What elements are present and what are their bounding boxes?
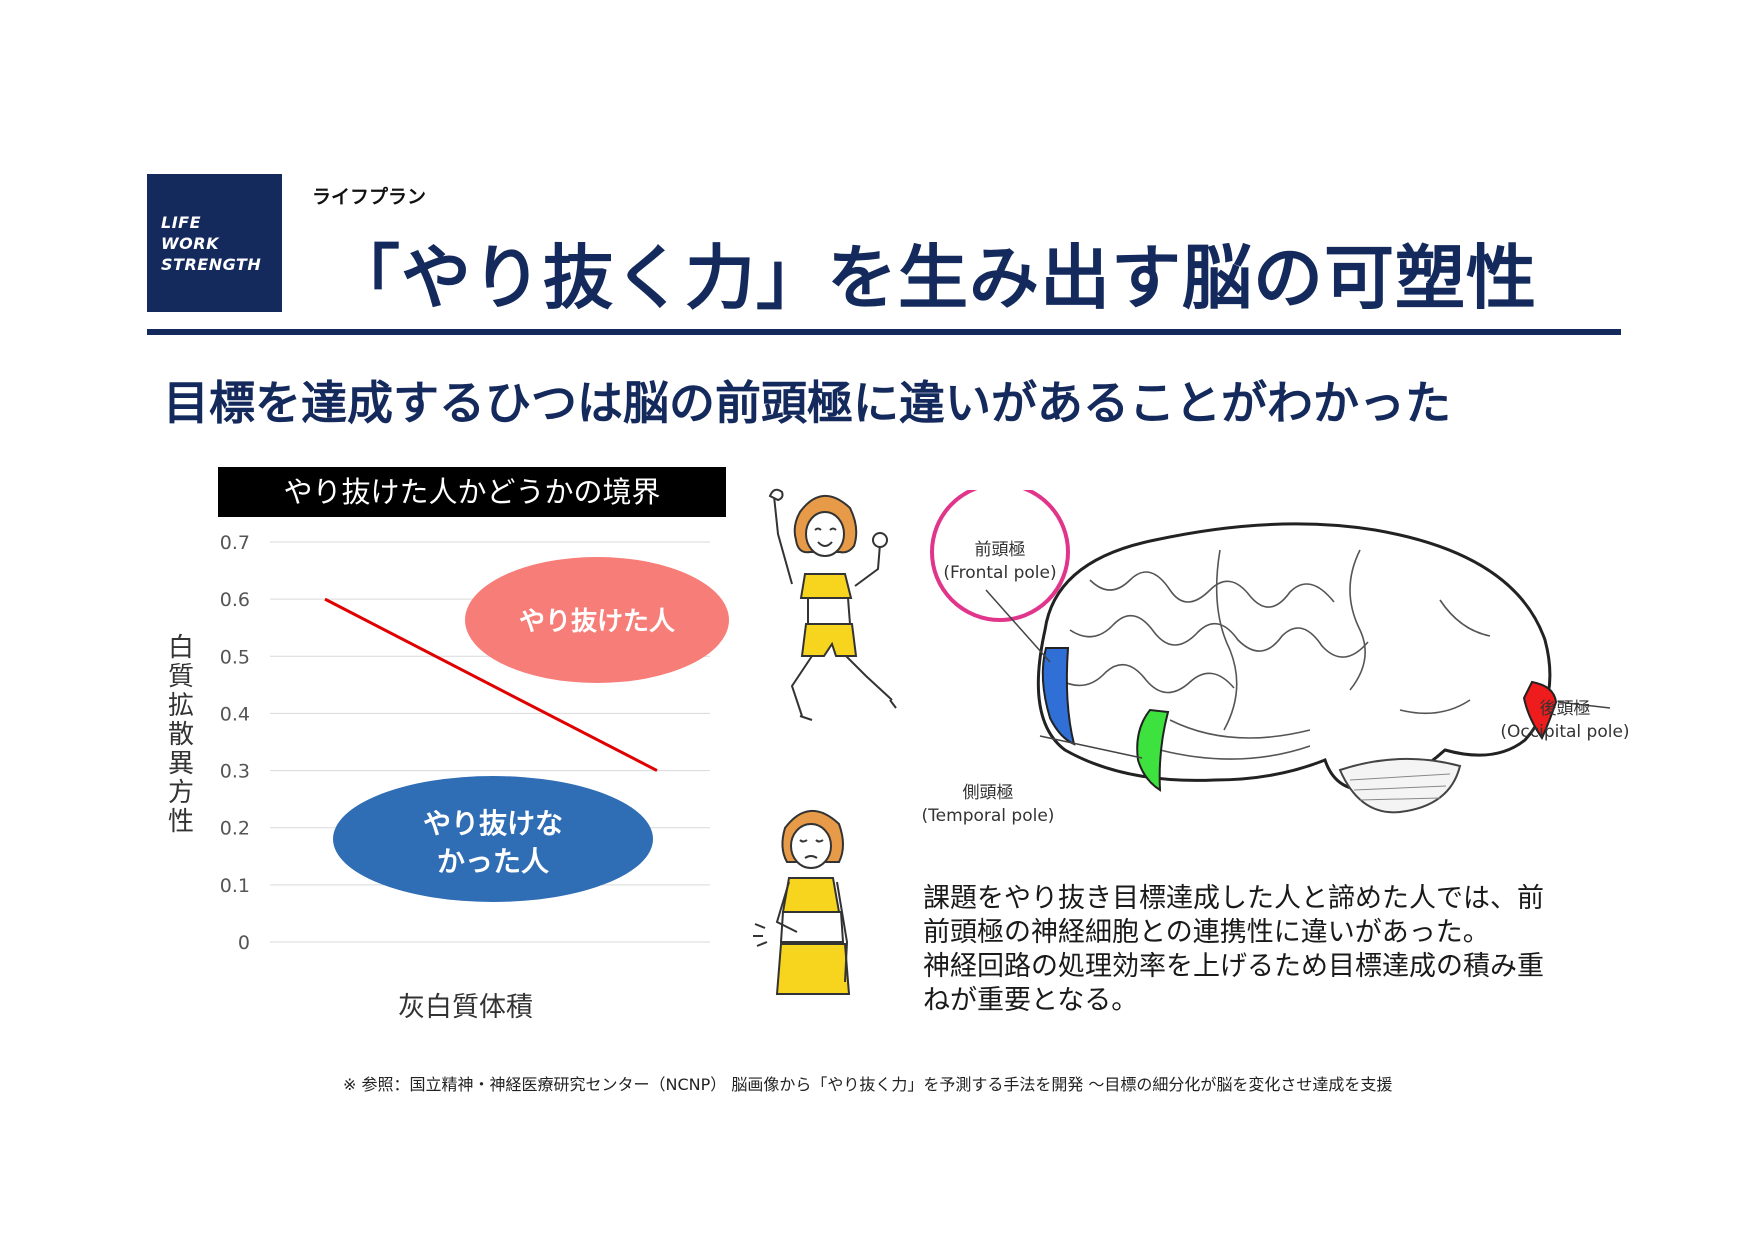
region-lower-label-2: かった人 — [437, 845, 549, 878]
region-lower: やり抜けな かった人 — [333, 776, 653, 902]
page-title: 「やり抜く力」を生み出す脳の可塑性 — [330, 237, 1537, 319]
occipital-pole-label-jp: 後頭極 — [1539, 699, 1591, 719]
chart-title: やり抜けた人かどうかの境界 — [218, 467, 726, 517]
page-subtitle: 目標を達成するひつは脳の前頭極に違いがあることがわかった — [163, 376, 1451, 430]
description-line: 課題をやり抜き目標達成した人と諦めた人では、前 — [923, 883, 1544, 914]
temporal-pole-label-jp: 側頭極 — [962, 783, 1014, 803]
description-line: ねが重要となる。 — [923, 985, 1139, 1016]
frontal-pole-label: 前頭極 (Frontal pole) — [940, 539, 1060, 585]
description-text: 課題をやり抜き目標達成した人と諦めた人では、前 前頭極の神経細胞との連携性に違い… — [923, 882, 1603, 1018]
logo-line: STRENGTH — [161, 255, 262, 274]
description-line: 前頭極の神経細胞との連携性に違いがあった。 — [923, 917, 1490, 948]
chart-series-line — [324, 597, 658, 772]
chart-y-tick-label: 0.7 — [220, 532, 250, 554]
region-lower-label-1: やり抜けな — [423, 807, 563, 840]
occipital-pole-label-en: (Occipital pole) — [1500, 722, 1630, 742]
chart-y-tick-label: 0.6 — [220, 589, 250, 611]
sad-woman-illustration — [753, 809, 851, 995]
frontal-pole-label-jp: 前頭極 — [974, 540, 1026, 560]
logo-text: LIFE WORK STRENGTH — [161, 212, 261, 275]
frontal-pole-highlight — [930, 490, 1070, 622]
chart-y-tick-label: 0.5 — [220, 646, 250, 668]
occipital-pole-label: 後頭極 (Occipital pole) — [1495, 698, 1635, 744]
chart-y-tick-label: 0.1 — [220, 875, 250, 897]
chart-x-axis-label: 灰白質体積 — [398, 992, 533, 1023]
logo-line: WORK — [161, 234, 219, 253]
chart-y-tick-label: 0.2 — [220, 818, 250, 840]
occipital-pole-region — [1522, 680, 1558, 741]
chart-plot: 0 0.1 0.2 0.3 0.4 0.5 0.6 0.7 やり抜けた人 やり抜けな かった人 — [220, 532, 729, 950]
reference-footnote: ※ 参照：国立精神・神経医療研究センター（NCNP） 脳画像から「やり抜く力」を… — [343, 1075, 1393, 1094]
description-line: 神経回路の処理効率を上げるため目標達成の積み重 — [923, 951, 1544, 982]
region-lower-ellipse — [333, 776, 653, 902]
chart-y-tick-label: 0.4 — [220, 703, 250, 725]
region-upper: やり抜けた人 — [465, 557, 729, 683]
chart-y-axis-label: 白質拡散異方性 — [167, 633, 194, 837]
chart-y-tick-label: 0 — [238, 932, 250, 950]
region-upper-ellipse — [465, 557, 729, 683]
title-divider — [147, 329, 1621, 335]
chart-y-tick-label: 0.3 — [220, 761, 250, 783]
logo-line: LIFE — [161, 213, 202, 232]
region-upper-label: やり抜けた人 — [519, 607, 675, 637]
category-label: ライフプラン — [312, 186, 427, 208]
temporal-pole-label: 側頭極 (Temporal pole) — [918, 782, 1058, 828]
temporal-pole-label-en: (Temporal pole) — [921, 806, 1055, 826]
temporal-pole-region — [1136, 708, 1170, 792]
brain-diagram — [930, 490, 1611, 814]
frontal-pole-label-en: (Frontal pole) — [943, 563, 1057, 583]
happy-woman-illustration — [768, 488, 897, 721]
brand-logo: LIFE WORK STRENGTH — [147, 174, 282, 312]
frontal-pole-region — [1041, 647, 1076, 746]
